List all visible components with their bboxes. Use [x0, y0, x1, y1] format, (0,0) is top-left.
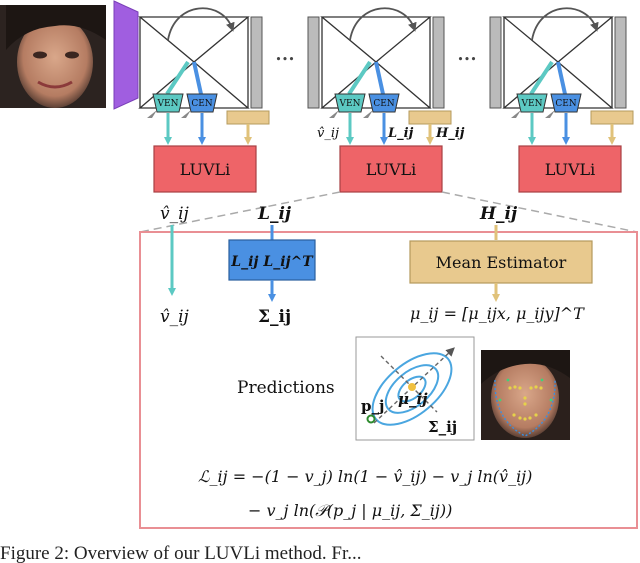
- heads-unit-3: [511, 60, 634, 125]
- luvli-label-3: LUVLi: [545, 160, 596, 179]
- cen-label-2: CEN: [373, 99, 394, 109]
- ven-label-2: VEN: [339, 99, 361, 109]
- label-L-mid: L_ij: [257, 204, 292, 224]
- label-mu-out: μ_ij = [μ_ijx, μ_ijy]^T: [410, 304, 585, 323]
- label-pj: p_j: [361, 397, 384, 415]
- label-vhat-mid: v̂_ij: [160, 204, 190, 224]
- luvli-block-3: [518, 145, 622, 193]
- ellipsis-2: •••: [457, 53, 476, 66]
- label-sigma-out: Σ_ij: [258, 307, 291, 327]
- label-vhat-top: v̂_ij: [317, 126, 339, 141]
- luvli-label-1: LUVLi: [180, 160, 231, 179]
- label-H-top: H_ij: [435, 126, 465, 141]
- cholesky-label: L_ij L_ij^T: [230, 254, 314, 270]
- uncertainty-ellipse-panel: [355, 336, 475, 441]
- label-vhat-out: v̂_ij: [160, 307, 190, 327]
- hourglass-unit-3: [489, 7, 627, 109]
- cen-label-1: CEN: [191, 99, 212, 109]
- ven-label-1: VEN: [157, 99, 179, 109]
- input-face-image: [0, 5, 106, 108]
- luvli-block-1: [153, 145, 257, 193]
- luvli-label-2: LUVLi: [366, 160, 417, 179]
- label-H-mid: H_ij: [479, 204, 518, 224]
- mean-estimator-block: [409, 240, 593, 284]
- label-mu-ellipse: μ_ij: [398, 390, 428, 408]
- heads-unit-1: [147, 60, 270, 125]
- ven-label-3: VEN: [521, 99, 543, 109]
- mean-estimator-label: Mean Estimator: [436, 253, 567, 272]
- landmark-face-image: [481, 350, 570, 440]
- arrows-to-luvli: [164, 113, 616, 145]
- label-L-top: L_ij: [387, 126, 414, 141]
- purple-encoder: [113, 0, 139, 110]
- heads-unit-2: [329, 60, 452, 125]
- luvli-block-2: [339, 145, 443, 193]
- cen-label-3: CEN: [555, 99, 576, 109]
- ellipsis-1: •••: [275, 53, 294, 66]
- predictions-label: Predictions: [237, 378, 335, 398]
- figure-caption: Figure 2: Overview of our LUVLi method. …: [0, 543, 362, 563]
- label-sigma-ellipse: Σ_ij: [428, 418, 457, 436]
- hourglass-unit-2: [307, 7, 445, 109]
- hourglass-unit-1: [138, 7, 263, 109]
- cholesky-block: [228, 239, 316, 281]
- luvli-detail-frame: [139, 231, 638, 529]
- loss-equation-line-1: ℒ_ij = −(1 − v_j) ln(1 − v̂_ij) − v_j ln…: [198, 467, 532, 486]
- zoom-line-right: [441, 191, 638, 233]
- loss-equation-line-2: − v_j ln(𝒫(p_j | μ_ij, Σ_ij)): [248, 501, 452, 520]
